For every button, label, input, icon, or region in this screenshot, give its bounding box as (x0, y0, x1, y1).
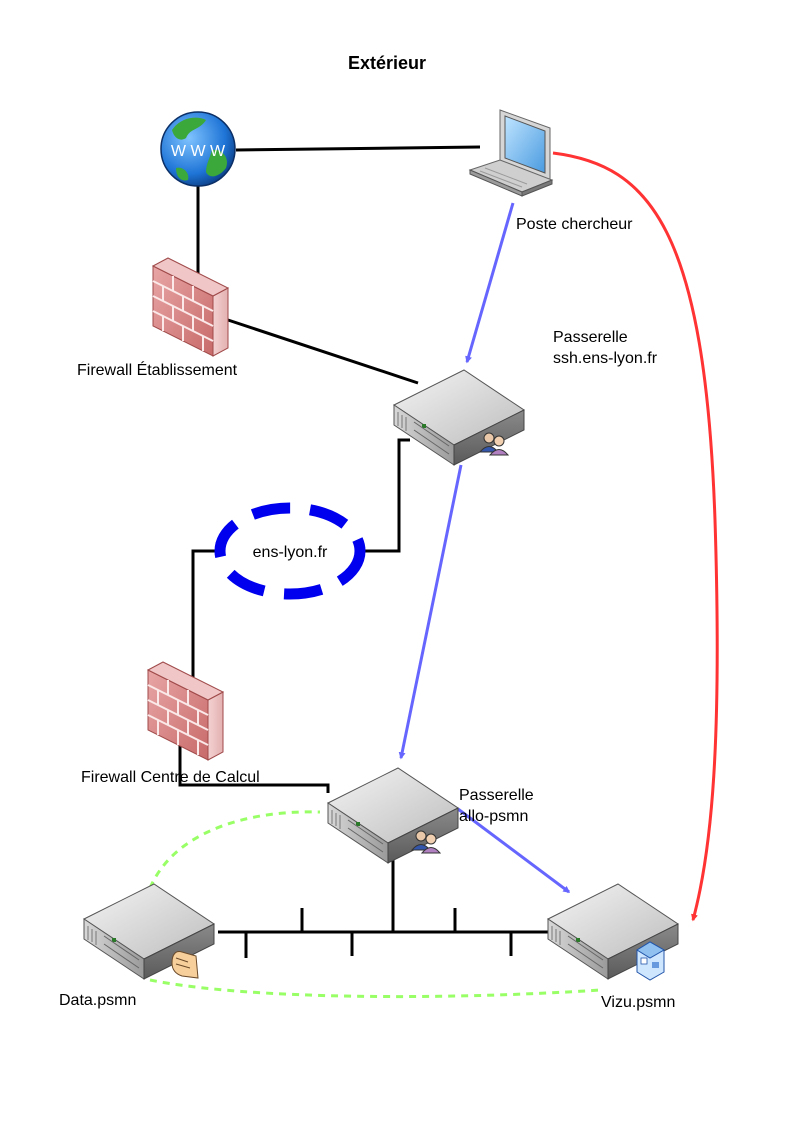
ssh-gateway-server-icon (393, 369, 525, 466)
firewall-etablissement-label: Firewall Établissement (77, 360, 238, 379)
arrow-poste-to-ssh-gateway (465, 202, 515, 364)
wire-ssh-gateway-to-ens (362, 438, 410, 553)
svg-text:W W W: W W W (171, 143, 226, 160)
data-label: Data.psmn (59, 992, 136, 1009)
poste-label: Poste chercheur (516, 216, 633, 233)
visualization-app-icon (636, 941, 666, 981)
wire-firewall-cc-to-allo (178, 744, 330, 793)
wire-firewall-to-ssh-gateway (227, 318, 419, 385)
www-globe-icon: W W W (160, 111, 236, 187)
direct-path-arrow (552, 151, 719, 922)
storage-link (148, 810, 601, 999)
vizu-label: Vizu.psmn (601, 994, 675, 1011)
wire-ens-to-firewall-cc (191, 549, 218, 682)
firewall-centre-calcul-icon (147, 661, 224, 761)
ens-label: ens-lyon.fr (253, 544, 328, 561)
hand-icon (171, 951, 199, 979)
wire-www-to-poste (235, 145, 481, 152)
firewall-centre-calcul-label: Firewall Centre de Calcul (81, 769, 260, 786)
allo-gateway-server-icon (327, 767, 459, 864)
arrow-allo-to-vizu (457, 807, 571, 894)
allo-gateway-label-line2: allo-psmn (459, 808, 528, 825)
arrow-ssh-gateway-to-allo (398, 464, 463, 760)
ssh-gateway-label-line2: ssh.ens-lyon.fr (553, 350, 658, 367)
ens-network-ring (214, 502, 366, 600)
diagram-title: Extérieur (348, 53, 426, 73)
wires (178, 145, 552, 958)
ssh-path (398, 202, 571, 894)
firewall-etablissement-icon (152, 257, 229, 357)
ssh-gateway-label-line1: Passerelle (553, 329, 628, 346)
laptop-icon (468, 109, 554, 197)
allo-gateway-label-line1: Passerelle (459, 787, 534, 804)
